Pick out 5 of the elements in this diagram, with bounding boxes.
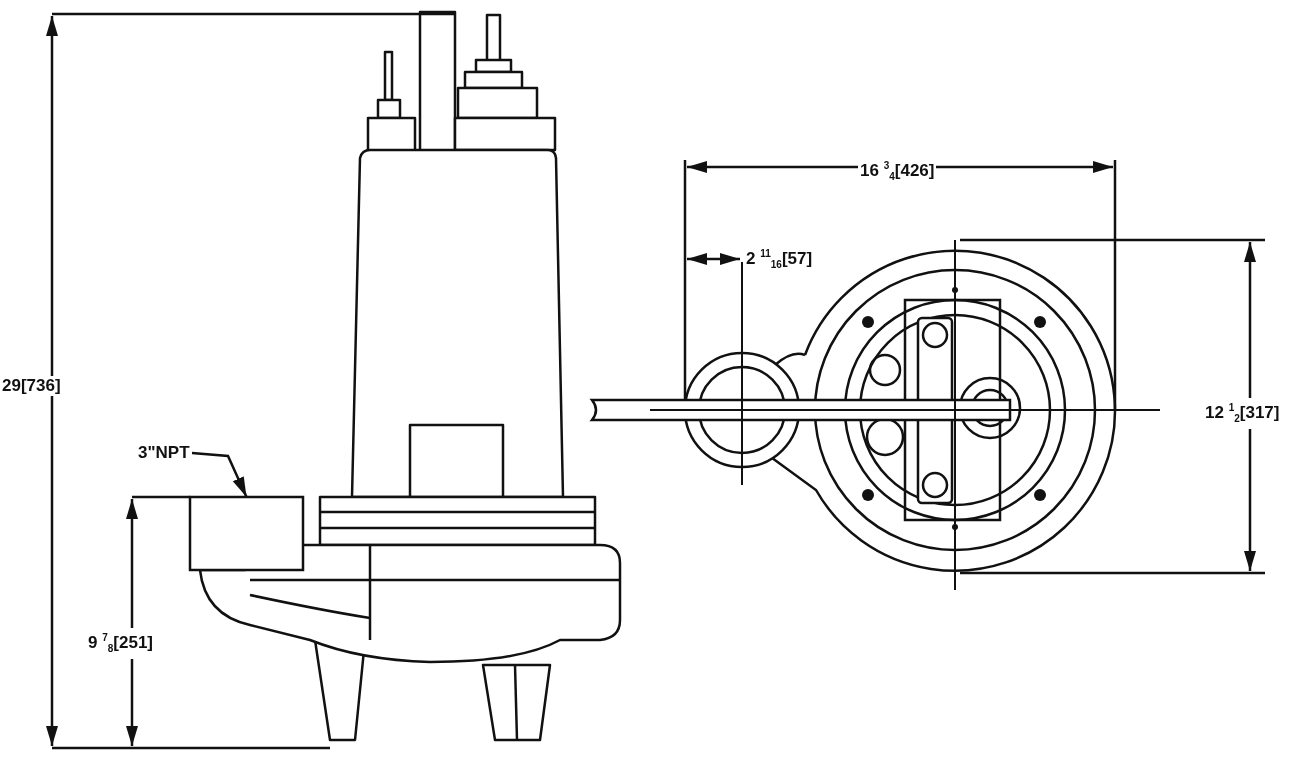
leader-line: [191, 451, 248, 498]
discharge-outlet: [188, 495, 305, 572]
dimension-text: 9 $^{7}$$_{8}$[251]: [86, 628, 155, 660]
dimension-text: 12 $^{1}$$_{2}$[317]: [1203, 398, 1282, 430]
dimension-text: 29[736]: [0, 376, 63, 396]
